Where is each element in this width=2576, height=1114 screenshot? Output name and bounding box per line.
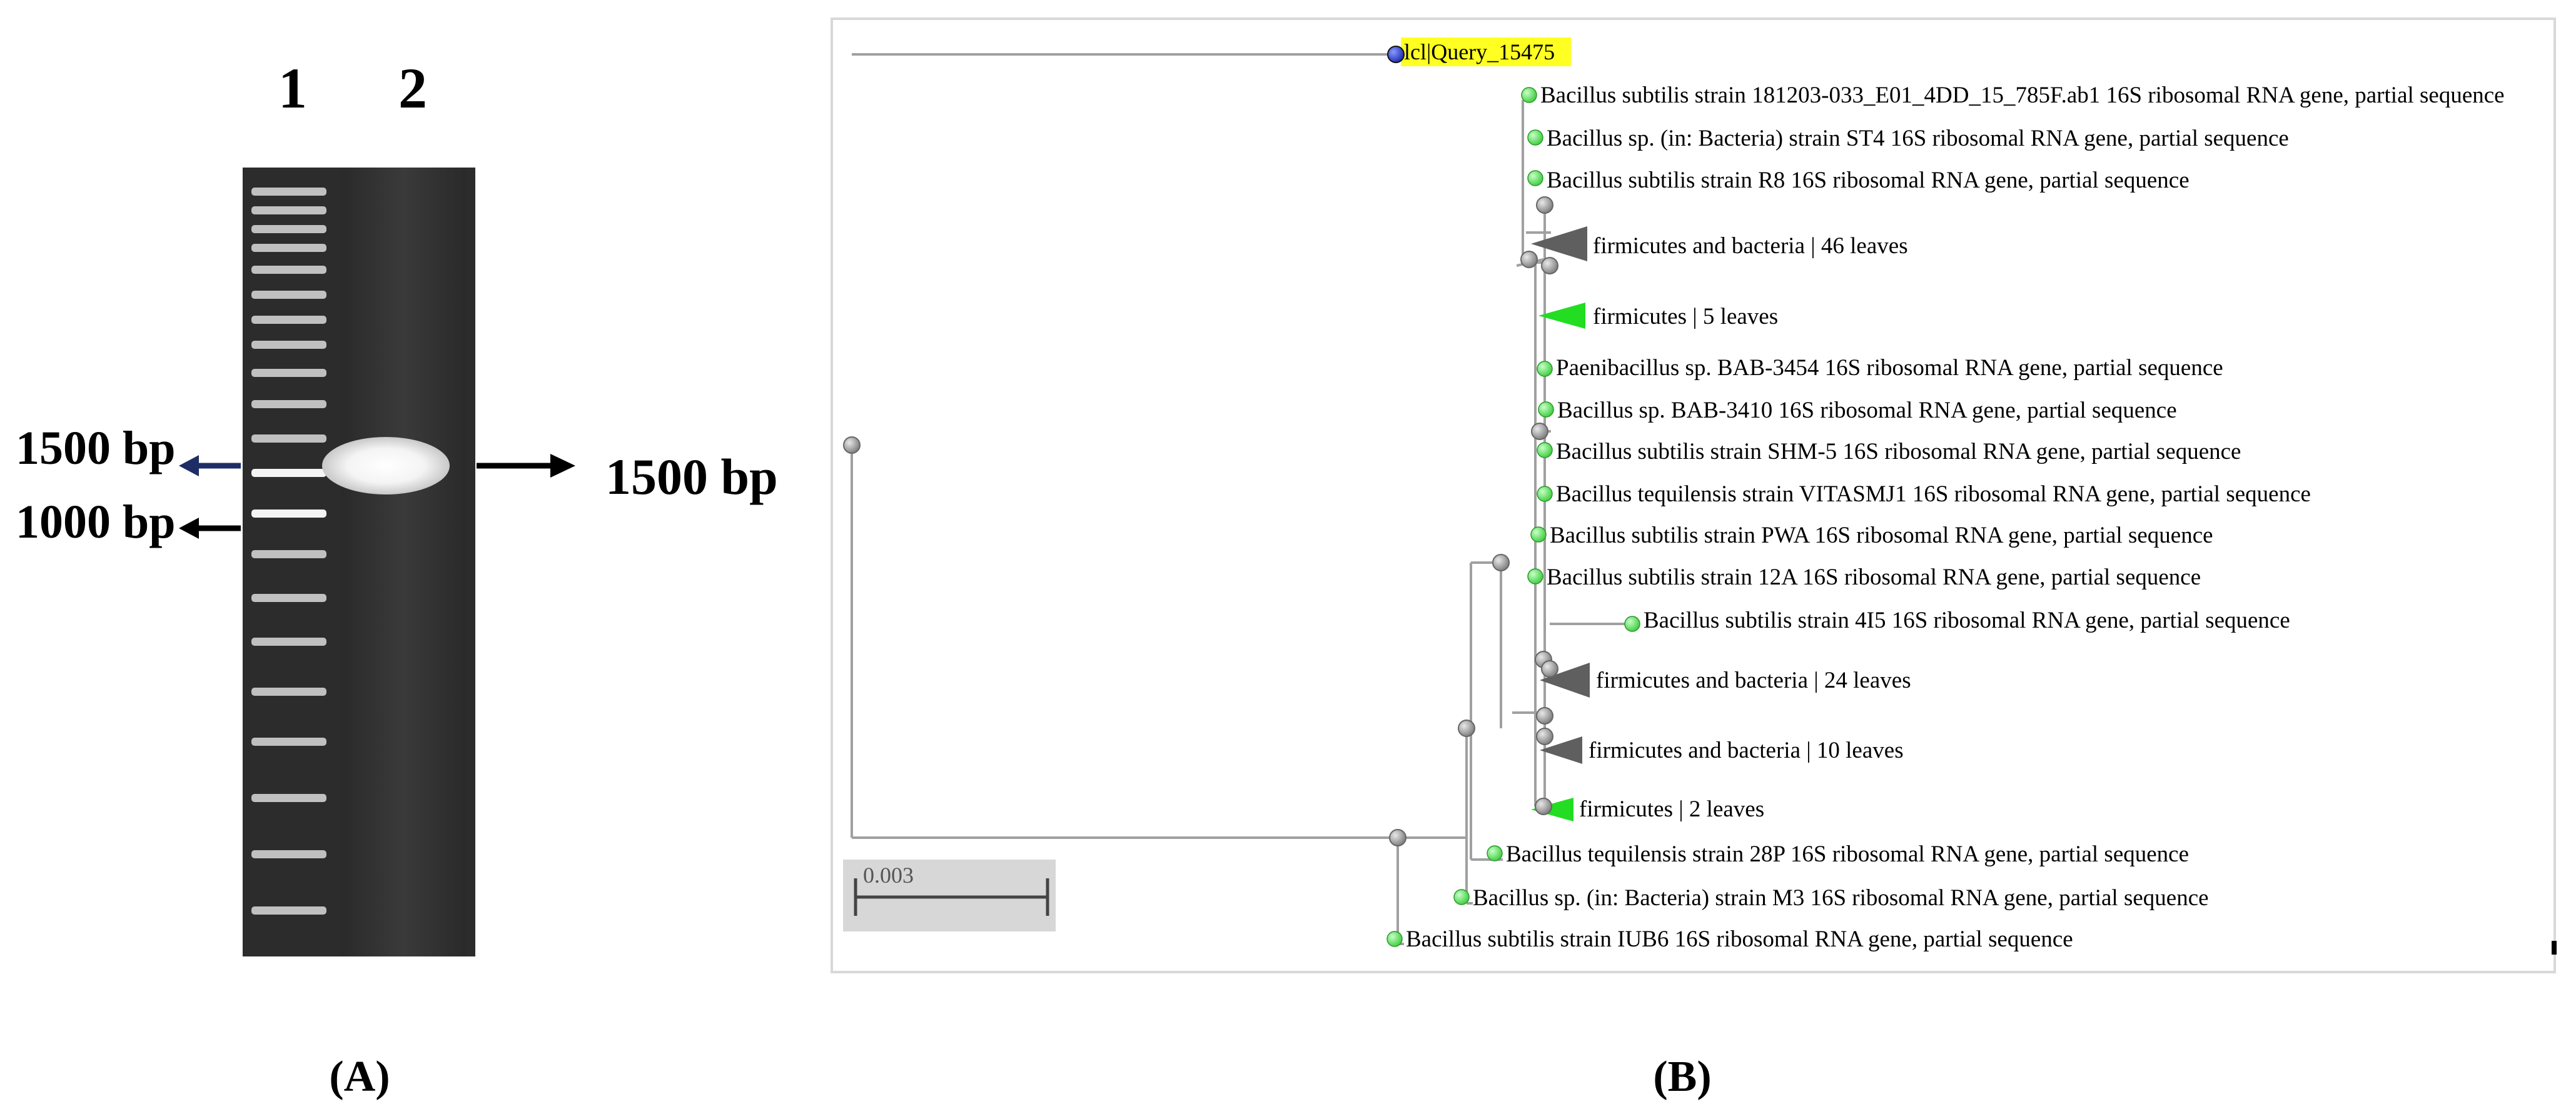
internal-node <box>1536 728 1553 745</box>
collapsed-clade-triangle <box>1540 663 1590 698</box>
leaf-node <box>1537 361 1553 377</box>
marker-1500-arrow <box>179 455 241 476</box>
collapsed-clade-triangle <box>1538 303 1585 329</box>
leaf-label: Bacillus subtilis strain IUB6 16S riboso… <box>1406 926 2073 952</box>
tree-nodes <box>843 46 1640 947</box>
ladder-band <box>251 244 326 252</box>
lane-2-label: 2 <box>398 56 427 120</box>
leaf-label: Bacillus tequilensis strain 28P 16S ribo… <box>1506 841 2189 867</box>
query-node <box>1387 46 1405 63</box>
caption-b: (B) <box>1653 1053 1711 1101</box>
ladder-band <box>251 188 326 196</box>
leaf-label: firmicutes and bacteria | 46 leaves <box>1593 233 1908 259</box>
leaf-label: Bacillus subtilis strain SHM-5 16S ribos… <box>1556 439 2241 464</box>
internal-node <box>1492 554 1510 571</box>
leaf-label: Bacillus sp. (in: Bacteria) strain ST4 1… <box>1547 126 2289 151</box>
ladder-band <box>251 794 326 802</box>
ladder-band <box>251 266 326 274</box>
ladder-band <box>251 434 326 443</box>
ladder-band <box>251 906 326 915</box>
internal-node <box>1536 707 1553 725</box>
leaf-node <box>1624 616 1640 632</box>
leaf-label: Bacillus tequilensis strain VITASMJ1 16S… <box>1556 481 2311 507</box>
caption-a: (A) <box>329 1053 390 1101</box>
leaf-node <box>1530 526 1547 543</box>
ladder-band <box>251 850 326 858</box>
leaf-label: firmicutes | 5 leaves <box>1593 304 1778 329</box>
leaf-label: Bacillus subtilis strain 4I5 16S ribosom… <box>1644 608 2290 633</box>
leaf-label: Bacillus subtilis strain 181203-033_E01_… <box>1540 83 2505 108</box>
ladder-band <box>251 469 326 477</box>
scale-bar: 0.003 <box>843 860 1056 931</box>
ladder-band <box>251 316 326 324</box>
marker-1000-left: 1000 bp <box>16 496 176 548</box>
collapsed-clade-triangle <box>1531 226 1587 261</box>
panel-a: 1 2 1500 bp 1000 bp 1500 bp (A) <box>16 56 778 1101</box>
leaf-node <box>1527 568 1543 585</box>
ladder-band <box>251 206 326 214</box>
internal-node <box>1535 798 1552 815</box>
ladder-band <box>251 369 326 377</box>
leaf-node <box>1521 87 1537 103</box>
leaf-node <box>1453 889 1470 905</box>
ladder-lane-1 <box>251 188 326 915</box>
internal-node <box>1541 660 1558 678</box>
internal-node <box>1389 829 1407 846</box>
leaf-node <box>1386 931 1403 947</box>
tree-frame <box>831 18 2556 973</box>
collapsed-clades <box>1531 226 1590 821</box>
ladder-band <box>251 400 326 408</box>
leaf-node <box>1537 442 1553 458</box>
ladder-band <box>251 341 326 349</box>
marker-1500-left: 1500 bp <box>16 422 176 474</box>
leaf-labels: Bacillus subtilis strain 181203-033_E01_… <box>1406 83 2505 952</box>
leaf-node <box>1487 845 1503 861</box>
scale-bar-label: 0.003 <box>863 863 914 888</box>
collapsed-clade-triangle <box>1540 736 1582 764</box>
corner-marker <box>2552 941 2557 955</box>
ladder-band <box>251 638 326 646</box>
internal-node <box>1541 257 1558 274</box>
query-highlight <box>1401 38 1571 66</box>
leaf-label: Bacillus subtilis strain 12A 16S ribosom… <box>1547 565 2201 590</box>
ladder-band <box>251 594 326 602</box>
ladder-band <box>251 509 326 518</box>
leaf-node <box>1527 129 1543 146</box>
panel-b: lcl|Query_15475 Bacillus subtilis strain… <box>831 18 2557 1101</box>
internal-node <box>1536 196 1553 214</box>
marker-1500-right: 1500 bp <box>605 448 778 505</box>
ladder-band <box>251 550 326 558</box>
ladder-band <box>251 291 326 299</box>
query-label-text: lcl|Query_15475 <box>1404 39 1555 64</box>
internal-node <box>1520 251 1538 268</box>
leaf-label: firmicutes and bacteria | 24 leaves <box>1596 668 1911 693</box>
leaf-label: Paenibacillus sp. BAB-3454 16S ribosomal… <box>1556 355 2223 381</box>
leaf-node <box>1537 486 1553 502</box>
leaf-label: Bacillus subtilis strain R8 16S ribosoma… <box>1547 168 2190 193</box>
leaf-label: Bacillus subtilis strain PWA 16S ribosom… <box>1550 523 2213 548</box>
leaf-label: firmicutes | 2 leaves <box>1579 796 1764 822</box>
internal-node <box>1458 720 1475 737</box>
leaf-node <box>1527 170 1543 186</box>
internal-node <box>1531 423 1548 440</box>
internal-node <box>843 436 861 454</box>
pcr-band <box>322 437 450 494</box>
ladder-band <box>251 225 326 233</box>
ladder-band <box>251 688 326 696</box>
leaf-label: Bacillus sp. BAB-3410 16S ribosomal RNA … <box>1557 398 2177 423</box>
gel-lane-2 <box>341 168 466 956</box>
band-arrow-right <box>477 454 575 478</box>
query-label: lcl|Query_15475 <box>1401 38 1571 66</box>
marker-1000-arrow <box>179 518 241 539</box>
leaf-label: firmicutes and bacteria | 10 leaves <box>1589 738 1904 763</box>
leaf-node <box>1538 401 1554 418</box>
collapsed-clade-triangle <box>1531 798 1573 821</box>
lane-1-label: 1 <box>278 56 307 120</box>
ladder-band <box>251 738 326 746</box>
leaf-label: Bacillus sp. (in: Bacteria) strain M3 16… <box>1473 885 2209 911</box>
